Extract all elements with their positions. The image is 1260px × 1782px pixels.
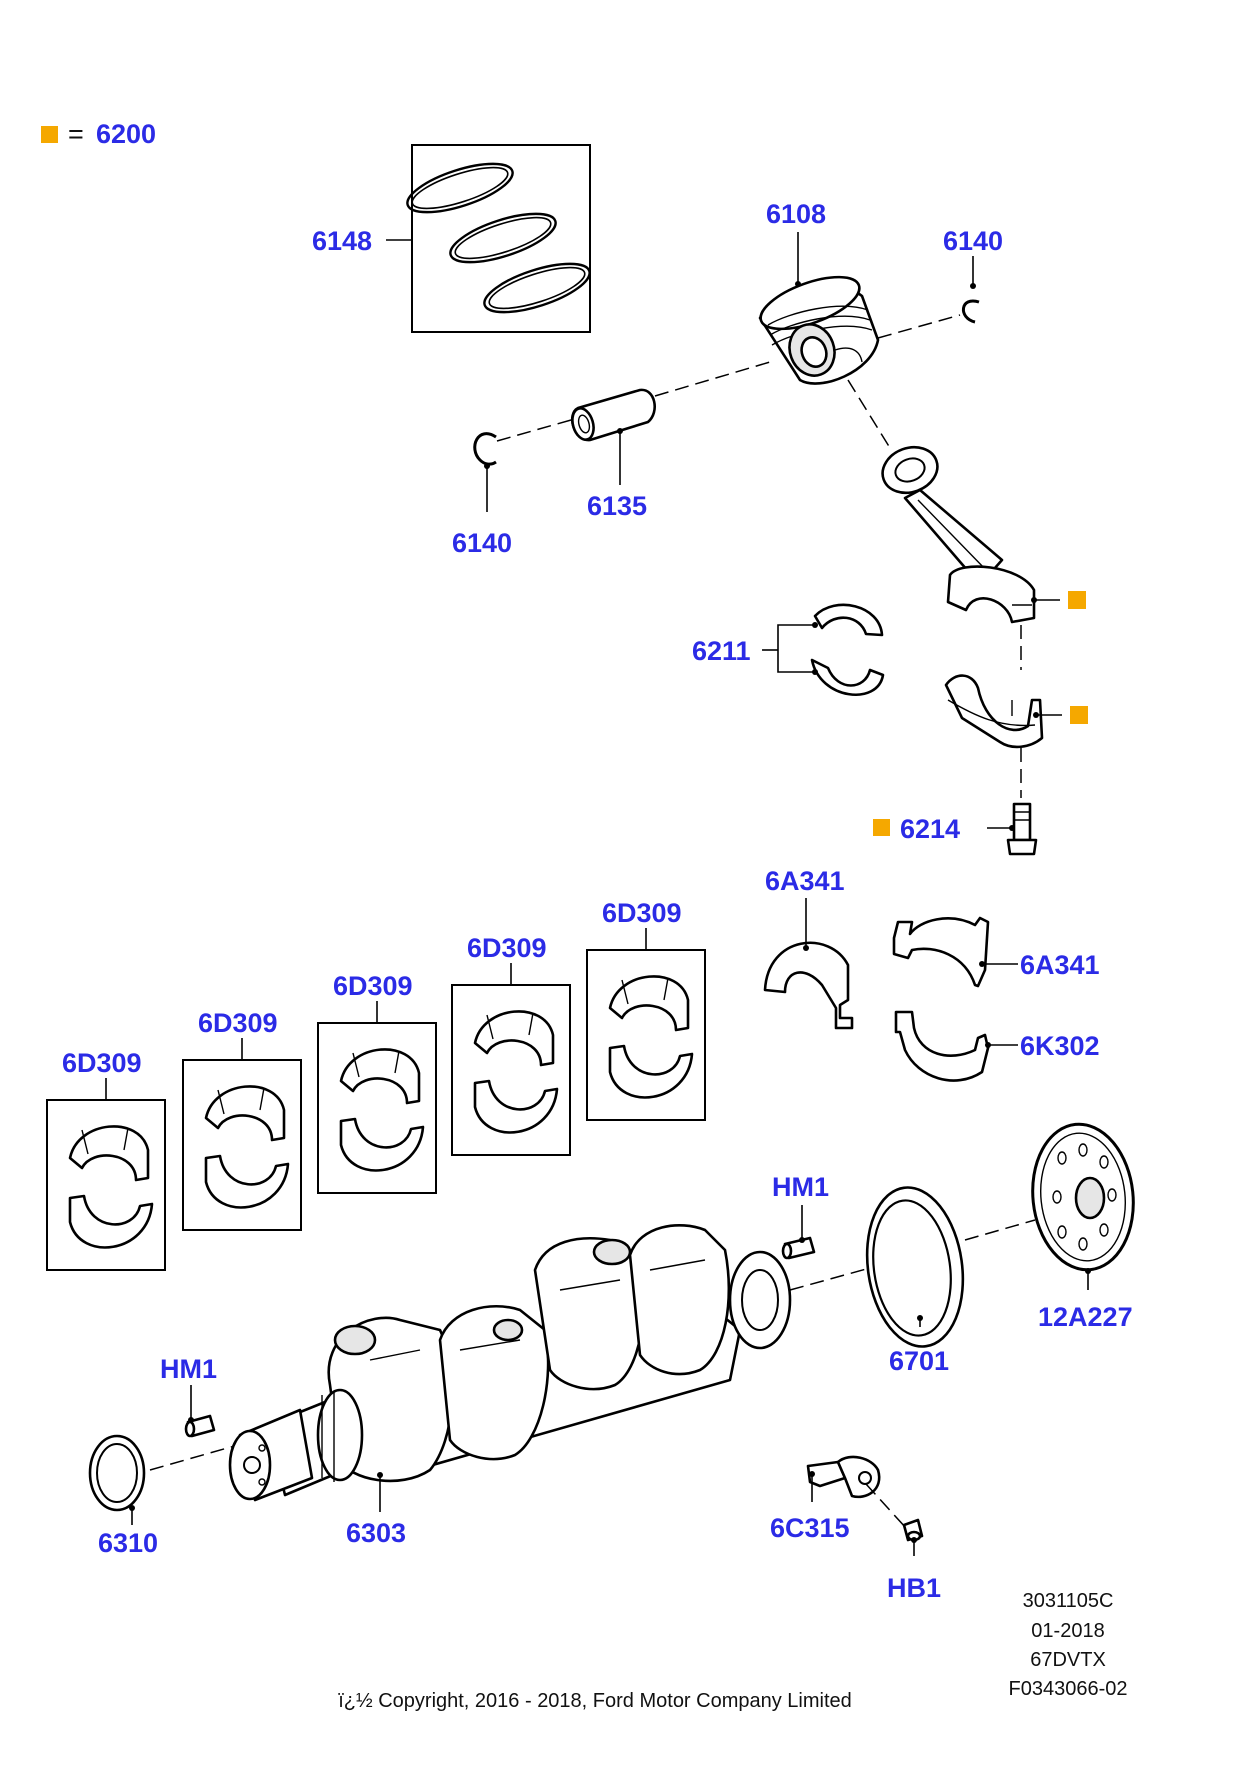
label-6135: 6135 <box>587 491 647 521</box>
label-6D309-4: 6D309 <box>467 933 547 963</box>
rod-bearing-upper <box>813 603 884 637</box>
label-6303: 6303 <box>346 1518 406 1548</box>
thrust-washer-left <box>763 941 854 1030</box>
legend-equals: = <box>68 119 84 149</box>
copyright: ï¿½ Copyright, 2016 - 2018, Ford Motor C… <box>338 1690 852 1712</box>
marker-cap <box>1070 706 1088 724</box>
label-6214: 6214 <box>900 814 960 844</box>
label-6D309-2: 6D309 <box>198 1008 278 1038</box>
label-6D309-3: 6D309 <box>333 971 413 1001</box>
label-6A341-b: 6A341 <box>1020 950 1100 980</box>
legend-value: 6200 <box>96 119 156 149</box>
label-6K302: 6K302 <box>1020 1031 1100 1061</box>
marker-rod <box>1068 591 1086 609</box>
marker-bolt <box>873 819 890 836</box>
info-line-4: F0343066-02 <box>1009 1678 1128 1700</box>
label-6D309-5: 6D309 <box>602 898 682 928</box>
label-HM1-left: HM1 <box>160 1354 217 1384</box>
label-6A341-a: 6A341 <box>765 866 845 896</box>
label-HB1: HB1 <box>887 1573 941 1603</box>
label-6140-top: 6140 <box>943 226 1003 256</box>
label-HM1-right: HM1 <box>772 1172 829 1202</box>
thrust-washer-right-lower <box>894 1010 990 1082</box>
label-6D309-1: 6D309 <box>62 1048 142 1078</box>
main-bearing-set-1 <box>46 1099 166 1271</box>
reluctor-ring <box>1031 1122 1135 1272</box>
info-line-3: 67DVTX <box>1030 1649 1106 1671</box>
front-seal <box>88 1434 146 1512</box>
connecting-rod-cap <box>944 674 1044 749</box>
label-6701: 6701 <box>889 1346 949 1376</box>
piston-pin <box>571 388 656 442</box>
dowel-pin-left <box>184 1414 216 1438</box>
main-bearing-set-4 <box>451 984 571 1156</box>
crankshaft <box>228 1224 792 1502</box>
label-6148: 6148 <box>312 226 372 256</box>
label-6140-left: 6140 <box>452 528 512 558</box>
rod-bearing-lower <box>810 658 885 696</box>
piston-ring-set <box>406 144 591 333</box>
main-bearing-set-3 <box>317 1022 437 1194</box>
retaining-clip-right <box>962 299 980 324</box>
info-line-2: 01-2018 <box>1031 1620 1104 1642</box>
dowel-pin-right <box>781 1236 816 1260</box>
rear-seal <box>865 1186 965 1348</box>
legend-marker <box>41 126 58 143</box>
sensor-bolt <box>902 1518 924 1542</box>
label-6211: 6211 <box>692 636 751 666</box>
rod-bolt <box>1006 802 1038 856</box>
info-line-1: 3031105C <box>1023 1590 1114 1612</box>
main-bearing-set-5 <box>586 949 706 1121</box>
retaining-clip-left <box>473 432 497 466</box>
crank-position-sensor <box>806 1455 881 1499</box>
label-6310: 6310 <box>98 1528 158 1558</box>
main-bearing-set-2 <box>182 1059 302 1231</box>
connecting-rod <box>881 445 1036 624</box>
thrust-washer-right-upper <box>892 916 990 988</box>
label-6C315: 6C315 <box>770 1513 850 1543</box>
piston <box>758 275 880 385</box>
label-12A227: 12A227 <box>1038 1302 1133 1332</box>
label-6108: 6108 <box>766 199 826 229</box>
